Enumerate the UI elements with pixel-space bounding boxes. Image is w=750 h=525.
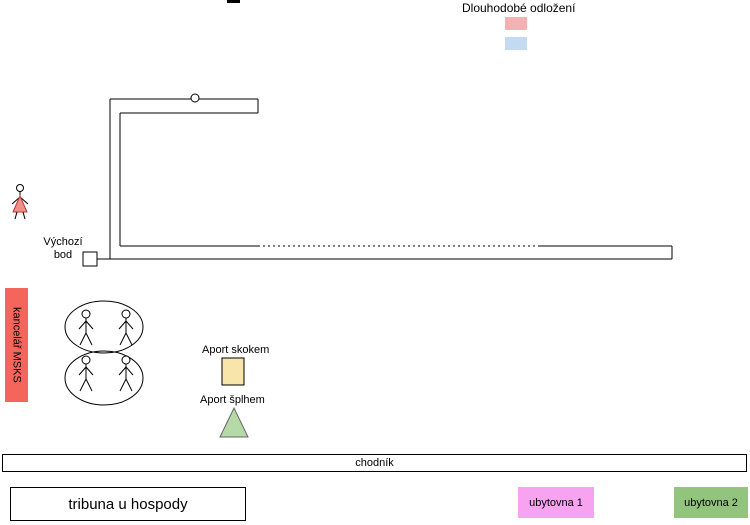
- helper-head: [16, 184, 24, 192]
- person-figure: [78, 355, 94, 392]
- start-point-label-line2: bod: [53, 249, 73, 261]
- dormitory-2-block: ubytovna 2: [674, 487, 748, 518]
- downstay-spot-2-swatch: [505, 37, 527, 50]
- helper-body-triangle: [12, 194, 28, 213]
- jump-hurdle: [221, 357, 245, 386]
- dormitory-1-block: ubytovna 1: [518, 487, 594, 518]
- msks-office-block: kancelář MSKS: [5, 288, 28, 402]
- climbing-wall-triangle: [219, 406, 249, 438]
- cropped-top-mark: [227, 0, 240, 3]
- dormitory-2-label: ubytovna 2: [684, 496, 738, 509]
- person-figure: [118, 309, 134, 346]
- legend-title: Dlouhodobé odložení: [462, 1, 576, 15]
- dormitory-1-label: ubytovna 1: [529, 496, 583, 509]
- heeling-track: [97, 98, 673, 260]
- helper-leg-left: [14, 211, 18, 220]
- apport-jump-label: Aport skokem: [202, 344, 270, 356]
- start-point-square: [82, 251, 98, 267]
- person-figure: [78, 309, 94, 346]
- figure-eight-path: [64, 300, 144, 406]
- figure-eight-top-loop: [64, 300, 144, 354]
- grandstand-block: tribuna u hospody: [10, 487, 246, 521]
- apport-wall-label: Aport šplhem: [200, 394, 265, 406]
- figure-eight-bottom-loop: [64, 350, 144, 406]
- helper-figure: [11, 184, 29, 220]
- person-figure: [118, 355, 134, 392]
- msks-office-label: kancelář MSKS: [10, 307, 23, 383]
- start-point-label: Výchozí bod: [36, 236, 90, 262]
- downstay-spot-1-swatch: [505, 17, 527, 30]
- sidewalk-label: chodník: [355, 457, 394, 469]
- track-turn-marker: [190, 93, 200, 103]
- sidewalk-bar: chodník: [2, 454, 747, 472]
- grandstand-label: tribuna u hospody: [68, 495, 188, 513]
- helper-leg-right: [22, 211, 26, 220]
- start-point-label-line1: Výchozí: [43, 236, 83, 248]
